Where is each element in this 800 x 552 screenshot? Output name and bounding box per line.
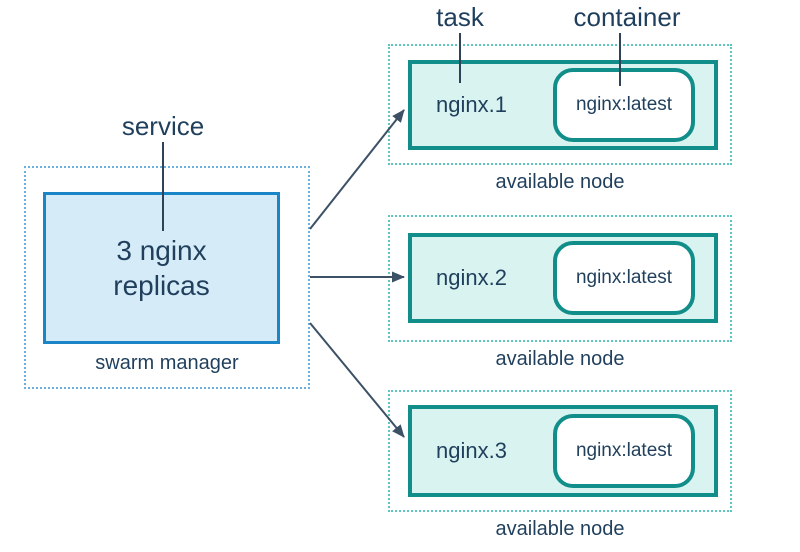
available-node-3: nginx.3 nginx:latest available node [388, 390, 732, 552]
task-name: nginx.2 [436, 265, 507, 290]
task-label: task [436, 2, 484, 32]
task-box-nginx-2: nginx.2 nginx:latest [408, 233, 718, 323]
container-name: nginx:latest [575, 94, 673, 115]
container-name: nginx:latest [575, 267, 673, 288]
available-node-2: nginx.2 nginx:latest available node [388, 215, 732, 395]
container-name: nginx:latest [575, 440, 673, 461]
service-box-text: 3 nginx replicas [113, 235, 210, 301]
node-3-dotted-border [388, 390, 732, 512]
task-name: nginx.3 [436, 438, 507, 463]
node-2-caption: available node [495, 348, 625, 370]
task-name: nginx.1 [436, 92, 507, 117]
service-label: service [121, 111, 205, 141]
node-1-caption: available node [495, 171, 625, 193]
container-box: nginx:latest [553, 241, 695, 315]
swarm-manager-node: 3 nginx replicas swarm manager [24, 166, 310, 389]
node-1-dotted-border [388, 44, 732, 165]
available-node-1: nginx.1 nginx:latest available node [388, 44, 732, 224]
container-box: nginx:latest [553, 414, 695, 488]
task-box-nginx-1: nginx.1 nginx:latest [408, 60, 718, 150]
container-label: container [573, 2, 681, 32]
node-3-caption: available node [495, 518, 625, 540]
task-box-nginx-3: nginx.3 nginx:latest [408, 405, 718, 497]
service-box: 3 nginx replicas [43, 192, 280, 344]
node-2-dotted-border [388, 215, 732, 342]
container-box: nginx:latest [553, 68, 695, 142]
swarm-manager-caption: swarm manager [95, 352, 239, 374]
